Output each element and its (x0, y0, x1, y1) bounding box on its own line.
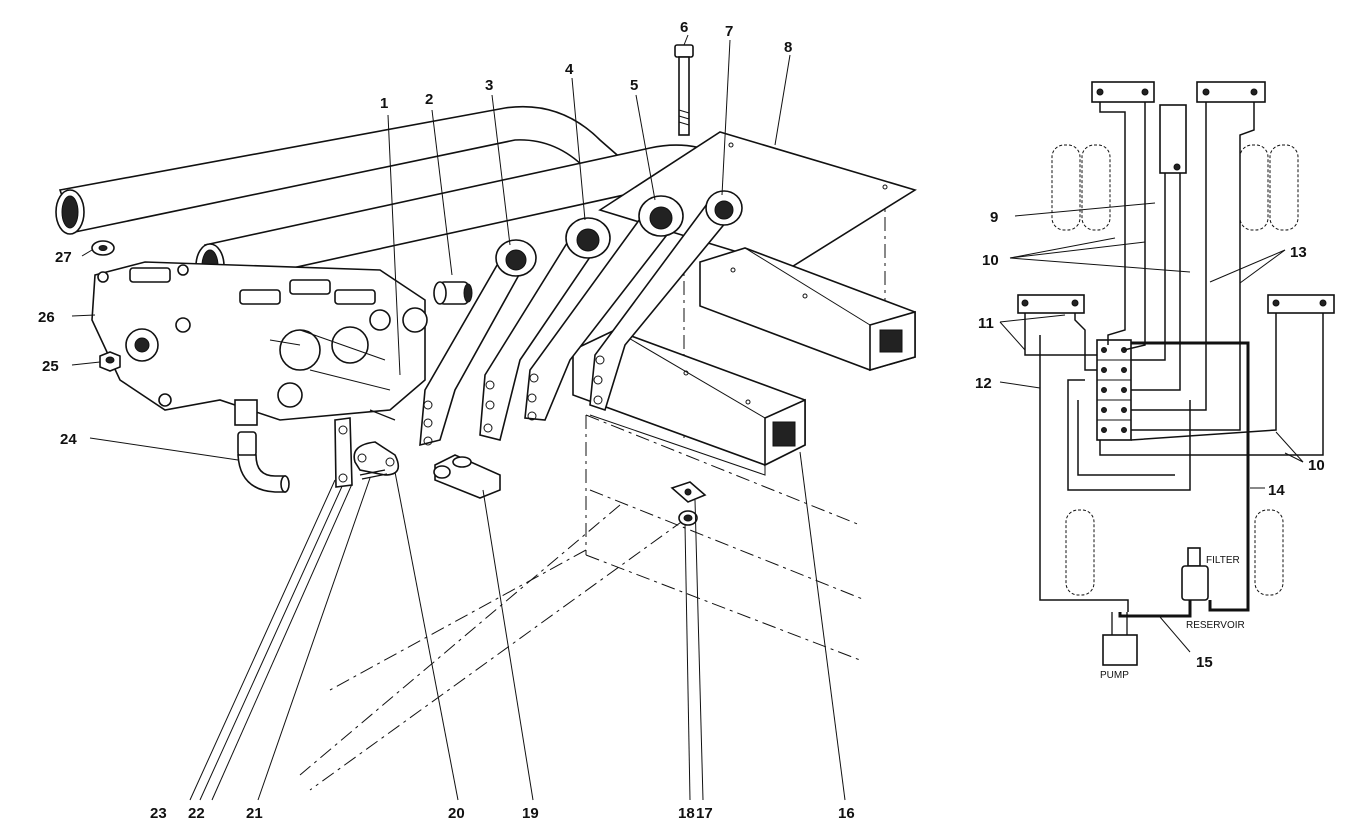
pin-21 (359, 469, 388, 480)
lever-3 (419, 239, 537, 447)
filter-label: FILTER (1206, 555, 1240, 566)
cylinder-right (1267, 294, 1335, 314)
bracket-17 (670, 481, 707, 503)
callout-7: 7 (725, 23, 733, 40)
cylinder-center (1159, 104, 1187, 174)
callout-23: 23 (150, 805, 167, 822)
square-tube-lower (572, 329, 806, 476)
control-rods (189, 479, 353, 801)
callout-12: 12 (975, 375, 992, 392)
callout-1: 1 (380, 95, 388, 112)
callout-13: 13 (1290, 244, 1307, 261)
callout-8: 8 (784, 39, 792, 56)
pump-label: PUMP (1100, 670, 1129, 681)
pump-unit (1102, 612, 1138, 666)
hydraulic-schematic: FILTER RESERVOIR PUMP 9 10 13 11 12 10 (975, 81, 1335, 681)
callout-15: 15 (1196, 654, 1213, 671)
pipe-rail-upper (55, 105, 642, 235)
callout-18: 18 (678, 805, 695, 822)
callout-19: 19 (522, 805, 539, 822)
callout-26: 26 (38, 309, 55, 326)
nut (99, 351, 121, 372)
mounting-plate (598, 131, 917, 269)
hose-lines (1024, 102, 1324, 618)
valve-block (1096, 339, 1132, 441)
fitting (433, 281, 473, 305)
filter-unit (1181, 547, 1209, 601)
callout-10-top: 10 (982, 252, 999, 269)
callout-6: 6 (680, 19, 688, 36)
callout-5: 5 (630, 77, 638, 94)
clevis-19 (433, 454, 501, 499)
callout-24: 24 (60, 431, 77, 448)
callout-11: 11 (978, 315, 994, 332)
elbow-fitting (237, 431, 290, 493)
lever-5 (524, 195, 684, 421)
exploded-view: 1 2 3 4 5 6 7 8 27 26 25 24 23 22 21 20 … (38, 19, 917, 822)
leader-lines-schematic (999, 202, 1304, 653)
cylinder-top-right (1196, 81, 1266, 103)
callout-21: 21 (246, 805, 263, 822)
callout-10-bottom: 10 (1308, 457, 1325, 474)
callout-14: 14 (1268, 482, 1285, 499)
square-tube-upper (699, 247, 916, 372)
washer (91, 240, 115, 256)
callout-22: 22 (188, 805, 205, 822)
bolt (674, 44, 694, 136)
callout-20: 20 (448, 805, 465, 822)
cylinder-left (1017, 294, 1085, 314)
link-plate-20 (353, 441, 400, 476)
control-valve-body (91, 261, 428, 426)
link-23 (334, 417, 353, 488)
cylinder-top-left (1091, 81, 1155, 103)
pin-22 (369, 409, 396, 421)
reservoir-label: RESERVOIR (1186, 620, 1245, 631)
lever-7 (589, 190, 743, 412)
nut-18 (678, 510, 698, 526)
callout-16: 16 (838, 805, 855, 822)
schematic-callouts: 9 10 13 11 12 10 14 15 (975, 209, 1325, 671)
callout-2: 2 (425, 91, 433, 108)
callout-17: 17 (696, 805, 713, 822)
callout-4: 4 (565, 61, 574, 78)
leader-lines-assembly (71, 34, 846, 801)
assembly-callouts: 1 2 3 4 5 6 7 8 27 26 25 24 23 22 21 20 … (38, 19, 855, 822)
lever-4 (479, 217, 611, 441)
callout-9: 9 (990, 209, 998, 226)
callout-3: 3 (485, 77, 493, 94)
callout-25: 25 (42, 358, 59, 375)
callout-27: 27 (55, 249, 72, 266)
